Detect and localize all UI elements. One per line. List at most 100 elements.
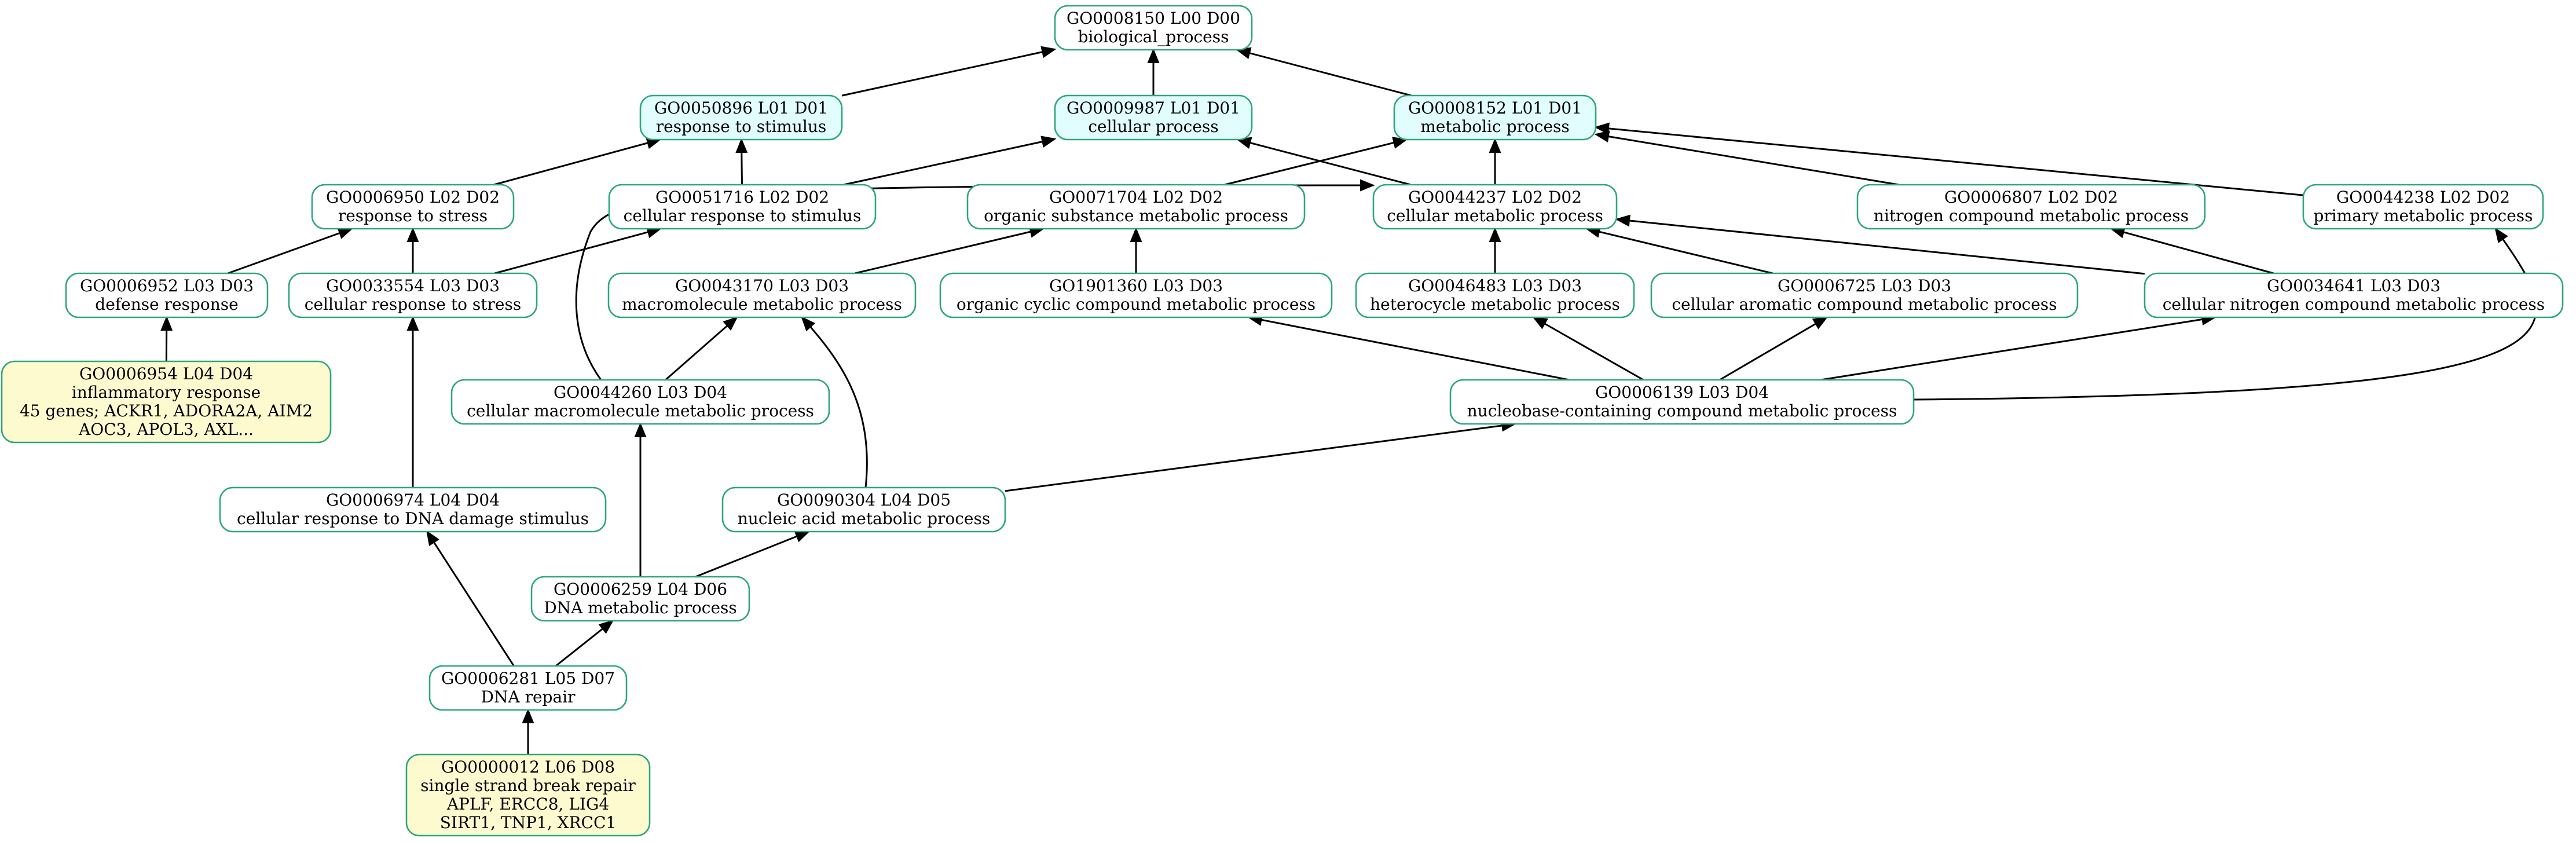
node-description-label: cellular response to DNA damage stimulus bbox=[237, 509, 589, 528]
edge-n71704-to-n8152 bbox=[1224, 141, 1395, 186]
node-id-label: GO0006259 L04 D06 bbox=[554, 580, 727, 599]
node-description-label: organic cyclic compound metabolic proces… bbox=[957, 295, 1316, 314]
edge-n44237-to-n9987 bbox=[1248, 141, 1411, 186]
node-id-label: GO0006950 L02 D02 bbox=[326, 188, 500, 207]
node-id-label: GO0006807 L02 D02 bbox=[1944, 188, 2118, 207]
edge-arrowhead bbox=[160, 316, 173, 331]
node-description-label: nucleobase-containing compound metabolic… bbox=[1467, 401, 1897, 420]
node-description-label: organic substance metabolic process bbox=[984, 206, 1288, 225]
edge-arrowhead bbox=[598, 620, 614, 634]
edge-n34641-to-n44237 bbox=[1628, 219, 2145, 275]
node-id-label: GO0008152 L01 D01 bbox=[1408, 98, 1582, 118]
node-id-label: GO0051716 L02 D02 bbox=[655, 188, 829, 207]
edge-n33554-to-n51716 bbox=[494, 230, 650, 274]
node-description-label: nitrogen compound metabolic process bbox=[1874, 206, 2189, 225]
node-box bbox=[405, 753, 651, 837]
edge-arrowhead bbox=[634, 422, 647, 437]
edge-arrowhead bbox=[723, 316, 738, 331]
node-description-label: single strand break repair bbox=[420, 776, 636, 795]
edge-n43170-to-n71704 bbox=[855, 230, 1032, 274]
node-box bbox=[2143, 272, 2564, 319]
edge-arrowhead bbox=[1594, 130, 1610, 143]
node-id-label: GO0090304 L04 D05 bbox=[777, 490, 951, 510]
edge-arrowhead bbox=[1360, 179, 1375, 192]
node-box bbox=[1856, 184, 2206, 230]
edge-n6807-to-n8152 bbox=[1607, 135, 1899, 186]
node-id-label: GO0034641 L03 D03 bbox=[2267, 276, 2441, 295]
node-box bbox=[1449, 379, 1915, 425]
node-description-label: cellular nitrogen compound metabolic pro… bbox=[2163, 295, 2545, 314]
node-id-label: GO0009987 L01 D01 bbox=[1067, 98, 1240, 118]
node-box bbox=[311, 184, 515, 230]
node-box bbox=[966, 184, 1306, 230]
edge-arrowhead bbox=[1147, 48, 1160, 63]
node-box bbox=[65, 272, 269, 319]
node-id-label: GO0006954 L04 D04 bbox=[79, 364, 253, 383]
edge-arrowhead bbox=[522, 708, 534, 723]
node-box bbox=[1393, 94, 1597, 141]
node-id-label: GO0000012 L06 D08 bbox=[441, 757, 615, 777]
edge-n6139-to-n6725 bbox=[1719, 322, 1818, 381]
node-description-label: macromolecule metabolic process bbox=[622, 295, 902, 314]
edge-arrowhead bbox=[1594, 122, 1610, 135]
node-box bbox=[607, 272, 917, 319]
edge-arrowhead bbox=[1812, 316, 1829, 330]
node-description-label: primary metabolic process bbox=[2313, 206, 2533, 225]
node-description-label: cellular aromatic compound metabolic pro… bbox=[1672, 295, 2057, 314]
edge-n6139-to-n34641 bbox=[1820, 318, 2204, 381]
node-description-label: inflammatory response bbox=[72, 383, 261, 402]
node-id-label: GO0006139 L03 D04 bbox=[1595, 383, 1769, 402]
node-description-label: cellular process bbox=[1088, 117, 1218, 136]
node-id-label: GO0006952 L03 D03 bbox=[80, 276, 254, 295]
edge-n6950-to-n50896 bbox=[493, 141, 650, 186]
edge-n6725-to-n44237 bbox=[1597, 230, 1773, 274]
node-description-label: AOC3, APOL3, AXL... bbox=[78, 420, 254, 439]
node-description-label: APLF, ERCC8, LIG4 bbox=[446, 795, 609, 814]
node-box bbox=[639, 94, 843, 141]
node-description-label: biological_process bbox=[1078, 27, 1229, 46]
node-id-label: GO0071704 L02 D02 bbox=[1049, 188, 1223, 207]
node-box bbox=[219, 486, 607, 533]
node-description-label: SIRT1, TNP1, XRCC1 bbox=[440, 813, 616, 832]
node-description-label: DNA metabolic process bbox=[544, 598, 737, 617]
node-description-label: metabolic process bbox=[1420, 117, 1570, 136]
node-box bbox=[428, 665, 628, 711]
node-id-label: GO0050896 L01 D01 bbox=[654, 98, 828, 118]
node-box bbox=[2302, 184, 2544, 230]
node-box bbox=[1054, 94, 1253, 141]
edge-arrowhead bbox=[1130, 227, 1142, 242]
edge-arrowhead bbox=[2494, 227, 2508, 243]
node-box bbox=[288, 272, 538, 319]
node-id-label: GO0044238 L02 D02 bbox=[2336, 188, 2510, 207]
node-box bbox=[1372, 184, 1618, 230]
node-description-label: response to stress bbox=[338, 206, 488, 225]
edge-n90304-to-n6139 bbox=[1005, 424, 1504, 492]
node-box bbox=[1054, 5, 1253, 51]
edge-n8152-to-n8150 bbox=[1248, 52, 1412, 97]
edge-n6281-to-n6974 bbox=[433, 540, 515, 667]
node-id-label: GO0008150 L00 D00 bbox=[1067, 9, 1240, 28]
node-description-label: defense response bbox=[95, 295, 238, 314]
edge-n6139-to-n1901360 bbox=[1260, 319, 1570, 381]
edge-arrowhead bbox=[801, 316, 816, 332]
edge-arrowhead bbox=[1532, 316, 1548, 330]
node-description-label: 45 genes; ACKR1, ADORA2A, AIM2 bbox=[20, 401, 313, 420]
node-box bbox=[721, 486, 1006, 533]
